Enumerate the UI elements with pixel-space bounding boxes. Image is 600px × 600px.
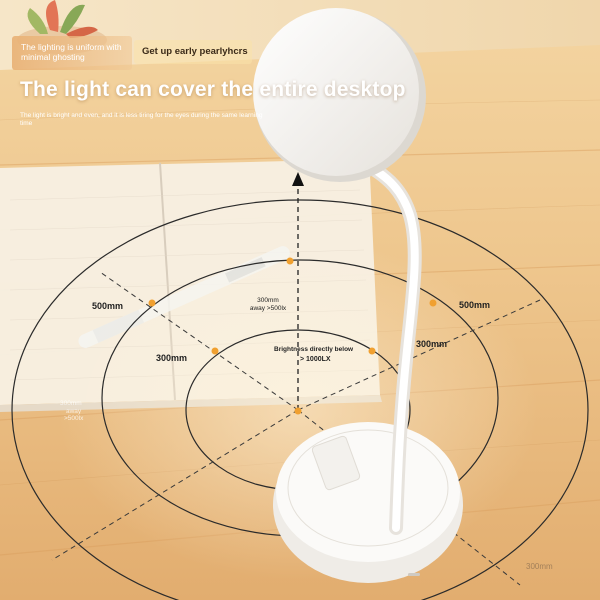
outer-circle: [11, 199, 589, 600]
badge-left-bg: [12, 36, 132, 70]
label-500mm-right: 500mm: [459, 300, 491, 310]
label-center-line1: Brightness directly below: [274, 346, 354, 353]
label-faint-left: 300mm away >500lx: [60, 400, 83, 423]
label-faint-left-line3: >500lx: [64, 415, 84, 422]
label-500mm-left: 500mm: [92, 301, 124, 311]
label-300mm-left: 300mm: [156, 353, 188, 363]
label-faint-left-line2: away: [66, 407, 82, 415]
label-top-inner: 300mm away >500lx: [240, 297, 296, 312]
label-top-inner-line1: 300mm: [257, 297, 279, 304]
headline-subtitle: The light is bright and even, and it is …: [20, 112, 263, 127]
label-faint-left-line1: 300mm: [60, 400, 82, 407]
badge-right-bg: [134, 40, 252, 64]
label-center-line2: > 1000LX: [300, 356, 331, 363]
lamp-base: [273, 422, 463, 583]
lamp-head: [253, 8, 426, 182]
label-top-inner-line2: away >500lx: [249, 304, 287, 312]
headline-title: The light can cover the entire desktop: [20, 78, 406, 101]
badge-right-text: Get up early pearlyhcrs: [142, 46, 248, 57]
label-300mm-right: 300mm: [416, 339, 448, 349]
label-faint-bottom: 300mm: [526, 562, 553, 571]
badge-left-text: The lighting is uniform with minimal gho…: [21, 42, 122, 62]
